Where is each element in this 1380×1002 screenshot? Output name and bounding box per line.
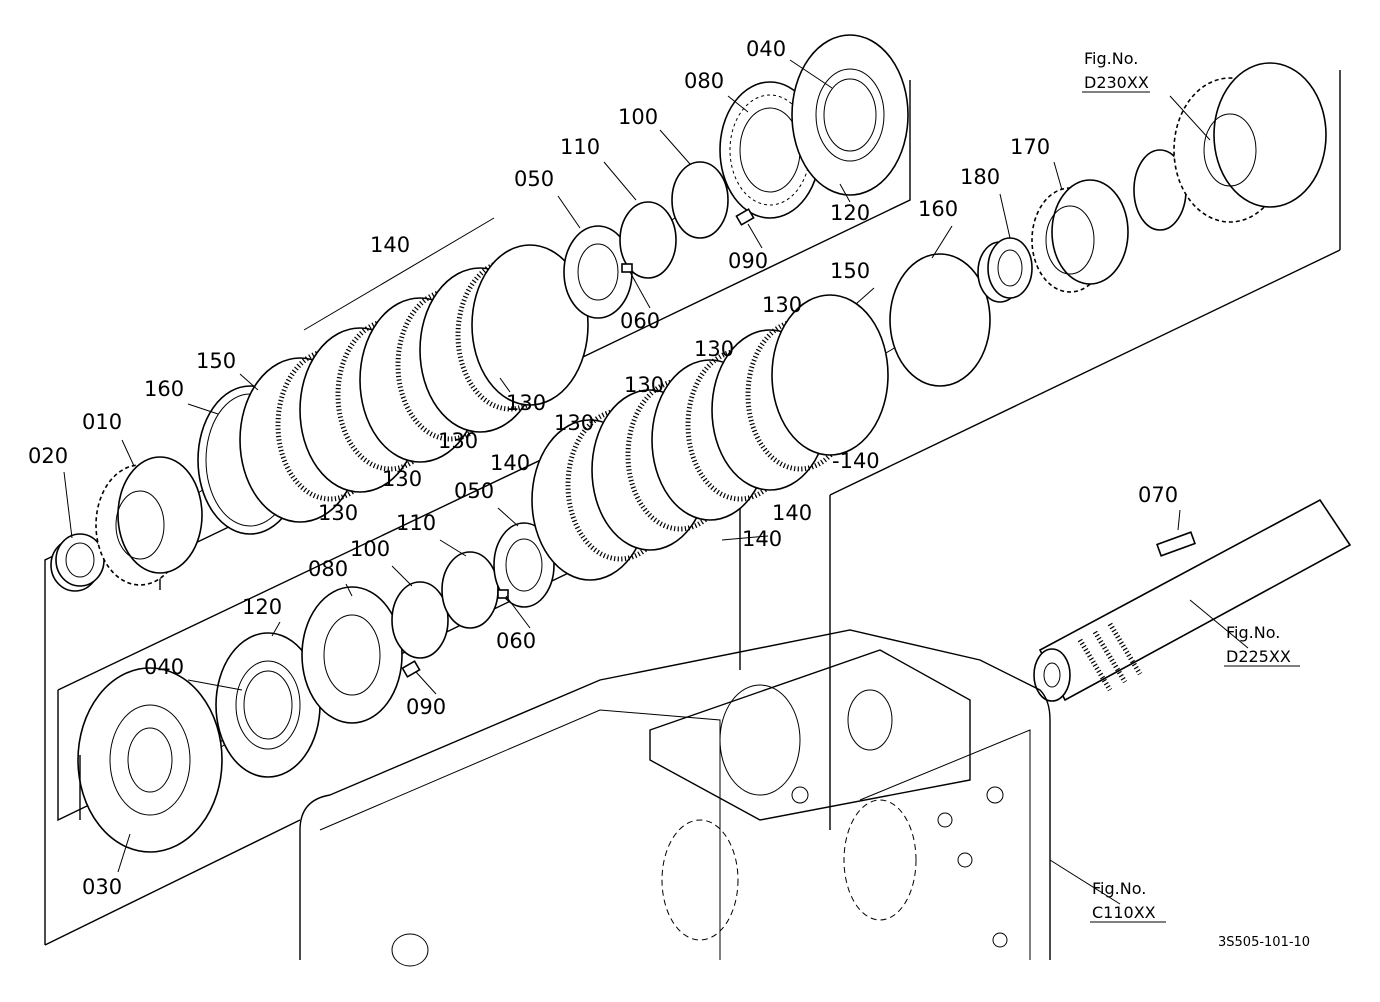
needle-bearing-020 bbox=[50, 533, 105, 592]
ref-d230-line2: D230XX bbox=[1084, 73, 1149, 92]
label-170: 170 bbox=[1010, 135, 1050, 159]
label-130b: 130 bbox=[438, 429, 478, 453]
label-110b: 110 bbox=[396, 511, 436, 535]
ring-100b bbox=[391, 581, 449, 659]
ref-d230-line1: Fig.No. bbox=[1084, 49, 1138, 68]
label-140d: 140 bbox=[772, 501, 812, 525]
label-160b: 160 bbox=[918, 197, 958, 221]
label-080a: 080 bbox=[684, 69, 724, 93]
plate-120b bbox=[215, 632, 321, 778]
snap-ring-160b bbox=[889, 253, 991, 387]
label-130h: 130 bbox=[554, 411, 594, 435]
lower-clutch-stack bbox=[77, 294, 951, 853]
label-010: 010 bbox=[82, 410, 122, 434]
label-060a: 060 bbox=[620, 309, 660, 333]
label-130d: 130 bbox=[318, 501, 358, 525]
label-130a: 130 bbox=[506, 391, 546, 415]
label-070: 070 bbox=[1138, 483, 1178, 507]
label-180: 180 bbox=[960, 165, 1000, 189]
transmission-housing-c110 bbox=[299, 629, 1051, 967]
shaft-d225 bbox=[1033, 498, 1352, 702]
ring-100a bbox=[671, 161, 729, 239]
label-120a: 120 bbox=[830, 201, 870, 225]
label-080b: 080 bbox=[308, 557, 348, 581]
gear-010 bbox=[95, 456, 203, 586]
label-100b: 100 bbox=[350, 537, 390, 561]
clutch-plates-lower bbox=[531, 294, 889, 581]
plate-120a bbox=[791, 34, 909, 196]
label-140e: 140 bbox=[742, 527, 782, 551]
label-140c: -140 bbox=[832, 449, 880, 473]
label-130g: 130 bbox=[624, 373, 664, 397]
ref-d225-line1: Fig.No. bbox=[1226, 623, 1280, 642]
label-040b: 040 bbox=[144, 655, 184, 679]
label-090b: 090 bbox=[406, 695, 446, 719]
washer-050b bbox=[493, 522, 555, 608]
spring-090b bbox=[401, 660, 421, 678]
label-110a: 110 bbox=[560, 135, 600, 159]
right-assembly bbox=[889, 62, 1327, 387]
ref-c110-line1: Fig.No. bbox=[1092, 879, 1146, 898]
label-150b: 150 bbox=[830, 259, 870, 283]
drawing-code: 3S505-101-10 bbox=[1218, 935, 1310, 950]
label-050a: 050 bbox=[514, 167, 554, 191]
label-140b: 140 bbox=[490, 451, 530, 475]
label-160a: 160 bbox=[144, 377, 184, 401]
label-130c: 130 bbox=[382, 467, 422, 491]
label-140a: 140 bbox=[370, 233, 410, 257]
key-070 bbox=[1156, 531, 1196, 557]
label-090a: 090 bbox=[728, 249, 768, 273]
label-120b: 120 bbox=[242, 595, 282, 619]
leader-lines bbox=[63, 59, 1249, 905]
gear-170 bbox=[1031, 179, 1129, 293]
clutch-hub-030 bbox=[77, 667, 223, 853]
figure-references: Fig.No. D230XX Fig.No. D225XX Fig.No. C1… bbox=[1082, 49, 1300, 923]
ref-c110-line2: C110XX bbox=[1092, 903, 1156, 922]
label-150a: 150 bbox=[196, 349, 236, 373]
ref-d225-line2: D225XX bbox=[1226, 647, 1291, 666]
upper-clutch-stack bbox=[50, 34, 909, 592]
label-040a: 040 bbox=[746, 37, 786, 61]
label-100a: 100 bbox=[618, 105, 658, 129]
piston-080b bbox=[301, 586, 403, 724]
part-labels: 040 080 100 110 050 120 090 060 140 150 … bbox=[28, 37, 1178, 899]
label-050b: 050 bbox=[454, 479, 494, 503]
label-060b: 060 bbox=[496, 629, 536, 653]
gear-hub-d230 bbox=[1173, 62, 1327, 223]
label-030: 030 bbox=[82, 875, 122, 899]
needle-bearing-180 bbox=[977, 237, 1033, 303]
clutch-plates-upper bbox=[239, 244, 589, 523]
pin-060b bbox=[497, 589, 509, 599]
spring-090a bbox=[735, 208, 755, 226]
label-020: 020 bbox=[28, 444, 68, 468]
ring-110b bbox=[441, 551, 499, 629]
label-130e: 130 bbox=[762, 293, 802, 317]
pin-060a bbox=[621, 263, 633, 273]
ring-110a bbox=[619, 201, 677, 279]
label-130f: 130 bbox=[694, 337, 734, 361]
